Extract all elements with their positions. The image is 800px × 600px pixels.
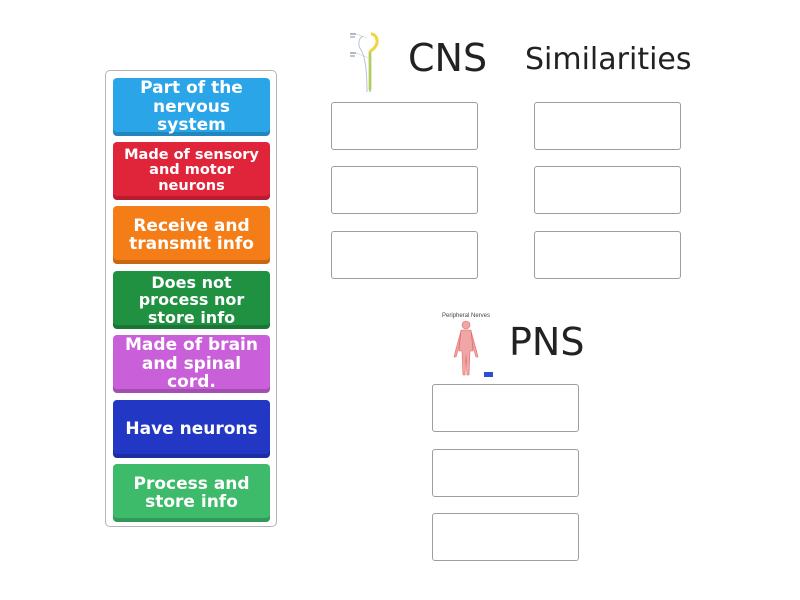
answer-card-sensory-motor-neurons[interactable]: Made of sensory and motor neurons (113, 142, 270, 200)
card-label: Process and store info (133, 473, 250, 512)
cns-drop-slot-2[interactable] (331, 166, 478, 214)
cns-drop-slot-3[interactable] (331, 231, 478, 279)
pns-drop-slot-1[interactable] (432, 384, 579, 432)
answer-card-process-store[interactable]: Process and store info (113, 464, 270, 522)
card-label: Part of the nervous system (140, 78, 243, 136)
answer-card-part-of-nervous-system[interactable]: Part of the nervous system (113, 78, 270, 136)
card-label: Have neurons (125, 418, 258, 439)
pns-drop-slot-3[interactable] (432, 513, 579, 561)
answer-card-receive-transmit[interactable]: Receive and transmit info (113, 206, 270, 264)
similarities-heading: Similarities (525, 42, 692, 77)
card-label: Made of sensory and motor neurons (124, 146, 259, 194)
cns-heading: CNS (408, 36, 488, 80)
answer-card-does-not-process[interactable]: Does not process nor store info (113, 271, 270, 329)
cns-diagram-image (345, 28, 381, 96)
card-label: Made of brain and spinal cord. (125, 335, 258, 393)
card-label: Receive and transmit info (129, 215, 254, 254)
pns-heading: PNS (509, 320, 585, 364)
pns-diagram-image: Peripheral Nerves (442, 313, 493, 377)
pns-drop-slot-2[interactable] (432, 449, 579, 497)
similarities-drop-slot-3[interactable] (534, 231, 681, 279)
cns-drop-slot-1[interactable] (331, 102, 478, 150)
pns-image-caption: Peripheral Nerves (442, 313, 490, 319)
answer-card-brain-spinal-cord[interactable]: Made of brain and spinal cord. (113, 335, 270, 393)
answer-card-have-neurons[interactable]: Have neurons (113, 400, 270, 458)
similarities-drop-slot-2[interactable] (534, 166, 681, 214)
card-label: Does not process nor store info (138, 273, 245, 327)
similarities-drop-slot-1[interactable] (534, 102, 681, 150)
